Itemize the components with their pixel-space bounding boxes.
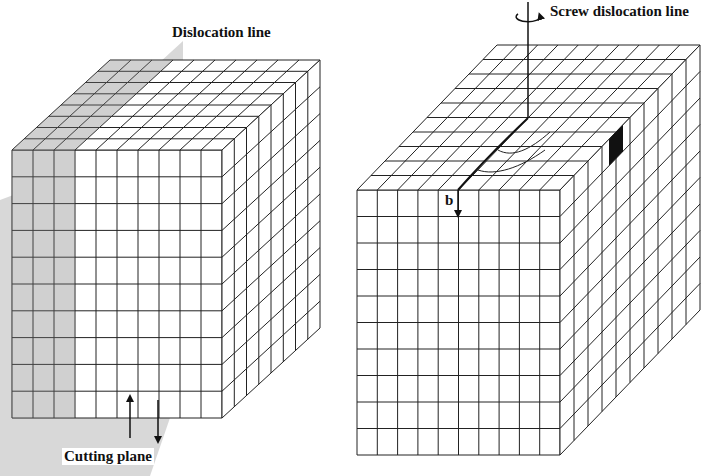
plane-shading-top [12, 60, 173, 150]
right-cube-front-fill [357, 190, 560, 455]
burgers-vector-label: b [443, 192, 455, 209]
shear-arrow-down [157, 400, 159, 440]
left-cube-front-grid [12, 150, 222, 418]
cutting-plane-label: Cutting plane [62, 448, 154, 465]
shear-arrow-up [129, 398, 131, 438]
left-cube-side-fill [222, 60, 320, 418]
right-cube-side-grid [560, 45, 700, 455]
dislocation-step [458, 118, 528, 190]
screw-axis [527, 2, 529, 118]
marked-atom [609, 125, 623, 166]
screw-line-label: Screw dislocation line [548, 3, 691, 20]
right-cube-front-grid [357, 190, 560, 455]
right-cube-side-fill [560, 45, 700, 455]
plane-shading-front [12, 150, 75, 418]
distorted-grid [478, 132, 550, 172]
left-cube-front-fill [12, 150, 222, 418]
dislocation-line-label: Dislocation line [170, 24, 273, 41]
burgers-vector-arrow [457, 190, 459, 214]
rotation-arrow [516, 14, 540, 22]
left-cube-side-grid [222, 60, 320, 418]
